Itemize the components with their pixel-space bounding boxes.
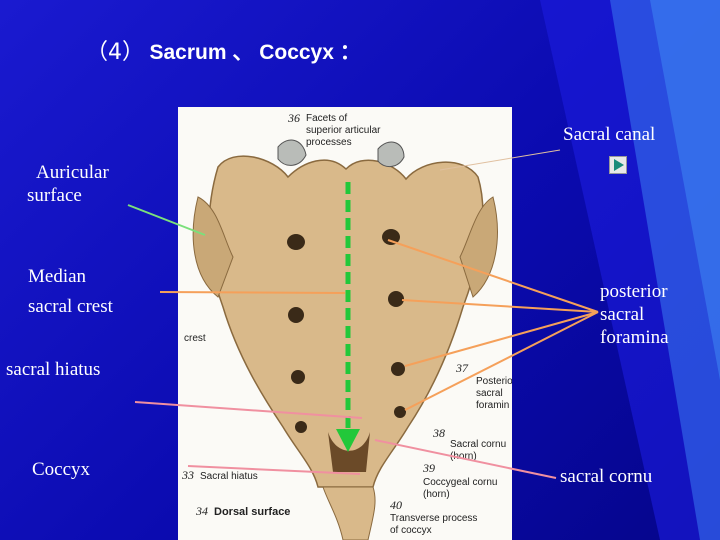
fig-facets-2: superior articular — [306, 125, 381, 136]
label-median-crest-1: Median — [28, 266, 87, 287]
fig-dorsal: Dorsal surface — [214, 506, 290, 518]
label-posterior-1: posterior — [600, 281, 668, 302]
fig-transverse-2: of coccyx — [390, 525, 432, 536]
label-auricular-2: surface — [27, 185, 82, 206]
fig-facets-1: Facets of — [306, 113, 347, 124]
fig-coccygeal-2: (horn) — [423, 489, 450, 500]
coccyx-bone — [322, 486, 376, 540]
slide-title: （4） Sacrum 、 Coccyx ： — [86, 34, 361, 66]
label-sacral-hiatus: sacral hiatus — [6, 359, 101, 380]
fig-num-33: 33 — [181, 468, 194, 482]
fig-coccygeal-1: Coccygeal cornu — [423, 477, 497, 488]
label-sacral-canal: Sacral canal — [563, 124, 656, 145]
fig-hiatus: Sacral hiatus — [200, 471, 258, 482]
fig-crest: crest — [184, 333, 206, 344]
title-text: Sacrum 、 Coccyx ： — [149, 41, 361, 64]
label-sacral-cornu: sacral cornu — [560, 466, 653, 487]
sacrum-illustration: 36 Facets of superior articular processe… — [181, 111, 512, 540]
fig-num-37: 37 — [455, 361, 469, 375]
fig-num-38: 38 — [432, 426, 445, 440]
play-button[interactable] — [609, 156, 627, 174]
label-posterior-3: foramina — [600, 327, 669, 348]
fig-cornu-2: (horn) — [450, 451, 477, 462]
label-auricular-1: Auricular — [36, 162, 109, 183]
fig-num-34: 34 — [195, 504, 208, 518]
play-icon — [614, 159, 624, 171]
fig-posterior-3: foramin — [476, 400, 509, 411]
fig-cornu-1: Sacral cornu — [450, 439, 506, 450]
fig-facets-3: processes — [306, 137, 352, 148]
fig-num-39: 39 — [422, 461, 435, 475]
fig-transverse-1: Transverse process — [390, 513, 477, 524]
label-posterior-2: sacral — [600, 304, 645, 325]
title-number: （4） — [86, 40, 144, 65]
fig-posterior-1: Posterio — [476, 376, 512, 387]
sacrum-figure: 36 Facets of superior articular processe… — [178, 107, 512, 540]
label-median-crest-2: sacral crest — [28, 296, 113, 317]
decorative-stripes — [540, 0, 720, 540]
median-arrow-head — [336, 429, 360, 452]
fig-num-36: 36 — [287, 111, 300, 125]
fig-posterior-2: sacral — [476, 388, 503, 399]
fig-num-40: 40 — [390, 498, 402, 512]
label-coccyx: Coccyx — [32, 459, 91, 480]
